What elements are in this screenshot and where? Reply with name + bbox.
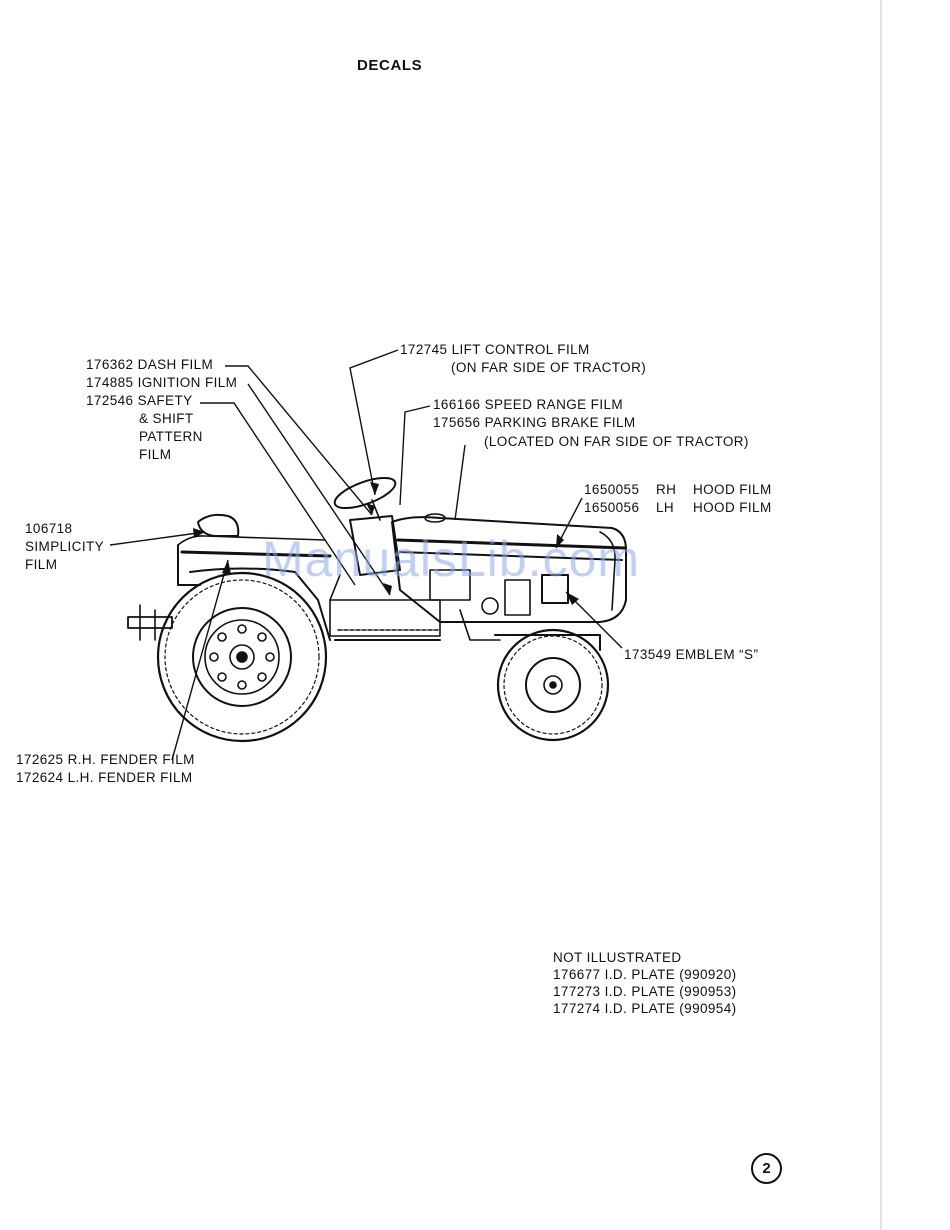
callout-parking-brake-note: (LOCATED ON FAR SIDE OF TRACTOR) — [484, 434, 749, 449]
callout-simplicity-number: 106718 — [25, 521, 73, 536]
callout-hood-rh-number: 1650055 — [584, 482, 640, 497]
callout-hood-lh-number: 1650056 — [584, 500, 640, 515]
page-edge-shadow — [880, 0, 882, 1230]
not-illustrated-heading: NOT ILLUSTRATED — [553, 950, 682, 965]
callout-safety-line-2: & SHIFT — [139, 411, 194, 426]
leader-safety — [200, 402, 356, 586]
not-illustrated-item: 177274 I.D. PLATE (990954) — [553, 1001, 737, 1016]
callout-lift-control: 172745 LIFT CONTROL FILM — [400, 342, 590, 357]
leader-speed — [399, 405, 431, 506]
callout-safety-line-3: PATTERN — [139, 429, 203, 444]
callout-speed-range: 166166 SPEED RANGE FILM — [433, 397, 624, 412]
watermark: ManualsLib.com — [262, 531, 641, 587]
callout-parking-brake: 175656 PARKING BRAKE FILM — [433, 415, 636, 430]
callout-hood-rh-label: HOOD FILM — [693, 482, 772, 497]
page-title: DECALS — [357, 57, 423, 74]
callout-emblem-s: 173549 EMBLEM “S” — [624, 647, 759, 662]
callout-simplicity-name: SIMPLICITY — [25, 539, 105, 554]
front-wheel — [496, 628, 610, 742]
leader-simplicity — [109, 531, 206, 546]
callout-safety-line-1: 172546 SAFETY — [86, 393, 193, 408]
callout-simplicity-film: FILM — [25, 557, 58, 572]
not-illustrated-item: 177273 I.D. PLATE (990953) — [553, 984, 737, 999]
callout-safety-line-4: FILM — [139, 447, 172, 462]
leader-lift — [349, 349, 399, 496]
callout-hood-lh-side: LH — [656, 500, 675, 515]
callout-dash-film: 176362 DASH FILM — [86, 357, 214, 372]
leader-fender — [171, 559, 229, 761]
callout-hood-rh-side: RH — [656, 482, 677, 497]
not-illustrated-item: 176677 I.D. PLATE (990920) — [553, 967, 737, 982]
callout-fender-rh: 172625 R.H. FENDER FILM — [16, 752, 195, 767]
callout-ignition-film: 174885 IGNITION FILM — [86, 375, 238, 390]
page-number: 2 — [751, 1153, 782, 1184]
callout-hood-lh-label: HOOD FILM — [693, 500, 772, 515]
rear-wheel — [156, 571, 328, 743]
leader-dash — [225, 365, 373, 516]
callout-fender-lh: 172624 L.H. FENDER FILM — [16, 770, 193, 785]
leader-ignition — [247, 383, 391, 596]
callout-lift-control-note: (ON FAR SIDE OF TRACTOR) — [451, 360, 647, 375]
leader-parking — [454, 444, 466, 521]
